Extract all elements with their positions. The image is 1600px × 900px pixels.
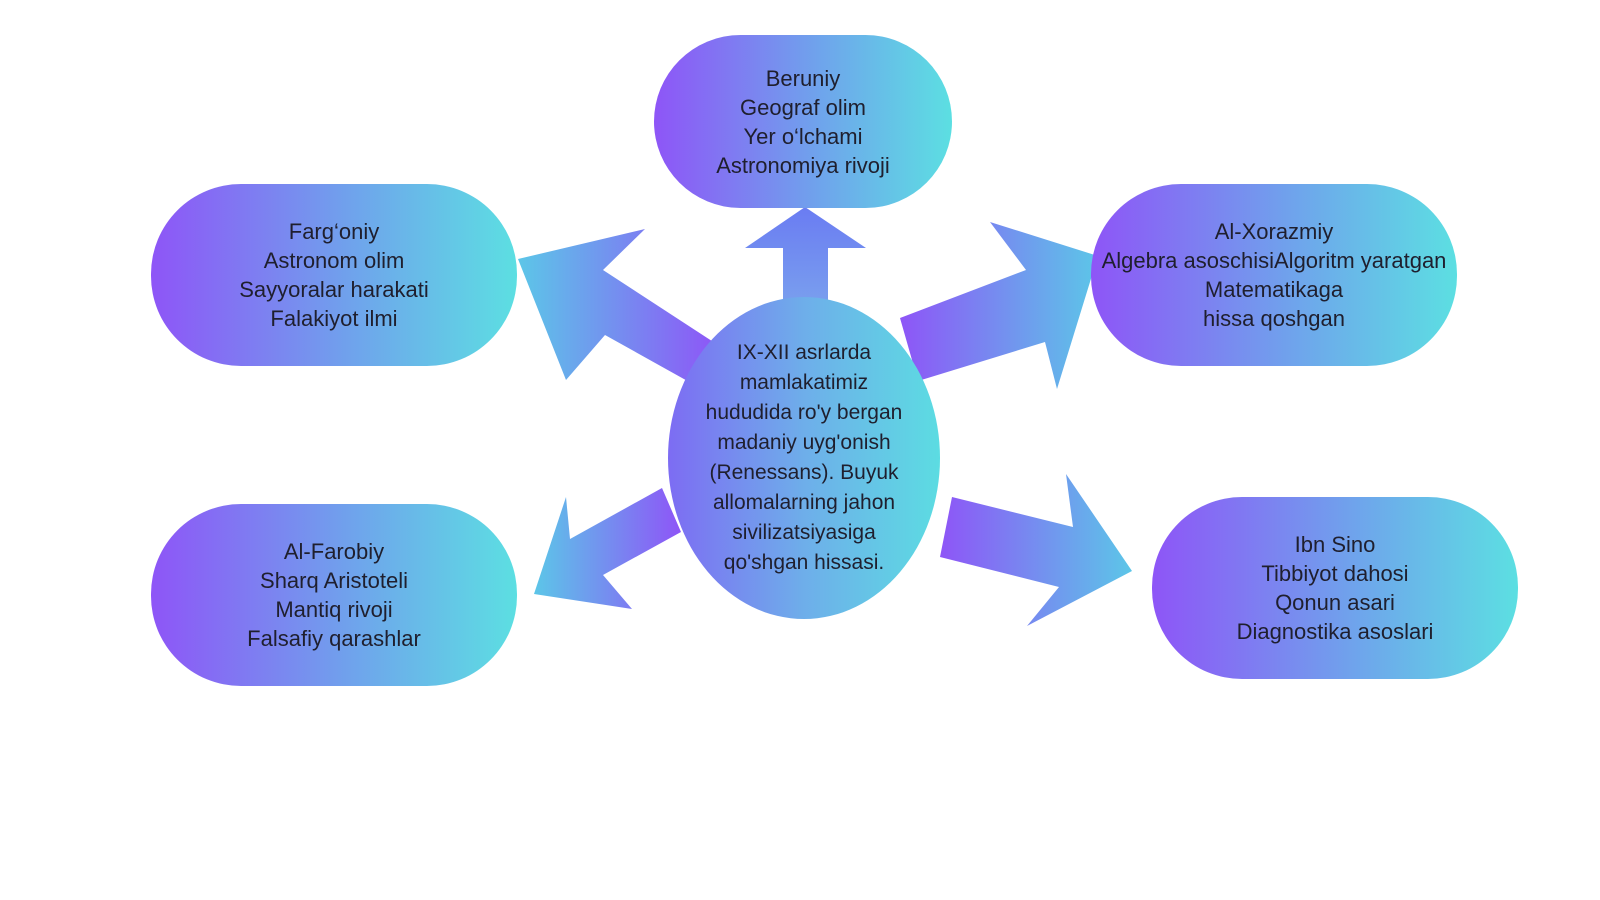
node-beruniy-line-1: Geograf olim <box>740 94 866 120</box>
node-al-xorazmiy-line-1: Algebra asoschisiAlgoritm yaratgan <box>1101 248 1447 273</box>
node-al-xorazmiy-line-2: Matematikaga <box>1204 277 1344 302</box>
arrow-bottom-right <box>940 474 1132 626</box>
central-topic-text: IX-XII asrlarda mamlakatimiz hududida ro… <box>705 341 903 574</box>
arrow-up <box>745 207 866 308</box>
node-al-farobiy-line-2: Mantiq rivoji <box>275 597 393 622</box>
node-fargoniy-line-1: Astronom olim <box>263 248 405 273</box>
node-fargoniy-title: Farg‘oniy <box>288 219 380 244</box>
node-fargoniy: Farg‘oniy Astronom olim Sayyoralar harak… <box>151 184 517 366</box>
central-topic-ellipse: IX-XII asrlarda mamlakatimiz hududida ro… <box>668 297 940 619</box>
arrow-top-left <box>518 229 718 388</box>
node-al-farobiy-line-3: Falsafiy qarashlar <box>247 626 421 651</box>
arrow-bottom-left <box>534 488 681 609</box>
node-beruniy-line-3: Astronomiya rivoji <box>716 152 890 178</box>
node-ibn-sino-title: Ibn Sino <box>1294 532 1376 557</box>
node-ibn-sino-line-1: Tibbiyot dahosi <box>1261 561 1409 586</box>
node-beruniy-line-2: Yer o‘lchami <box>743 123 863 149</box>
node-al-farobiy-line-1: Sharq Aristoteli <box>260 568 408 593</box>
node-al-xorazmiy: Al-Xorazmiy Algebra asoschisiAlgoritm ya… <box>1091 184 1457 366</box>
node-ibn-sino: Ibn Sino Tibbiyot dahosi Qonun asari Dia… <box>1152 497 1518 679</box>
node-al-farobiy: Al-Farobiy Sharq Aristoteli Mantiq rivoj… <box>151 504 517 686</box>
node-al-farobiy-title: Al-Farobiy <box>283 539 385 564</box>
node-fargoniy-line-3: Falakiyot ilmi <box>270 306 398 331</box>
node-al-xorazmiy-line-3: hissa qoshgan <box>1203 306 1345 331</box>
node-beruniy: Beruniy Geograf olim Yer o‘lchami Astron… <box>654 35 952 208</box>
node-ibn-sino-line-3: Diagnostika asoslari <box>1236 619 1434 644</box>
node-al-xorazmiy-title: Al-Xorazmiy <box>1214 219 1334 244</box>
node-beruniy-title: Beruniy <box>765 65 841 91</box>
node-ibn-sino-line-2: Qonun asari <box>1275 590 1395 615</box>
arrow-top-right <box>900 222 1098 389</box>
node-fargoniy-line-2: Sayyoralar harakati <box>239 277 429 302</box>
